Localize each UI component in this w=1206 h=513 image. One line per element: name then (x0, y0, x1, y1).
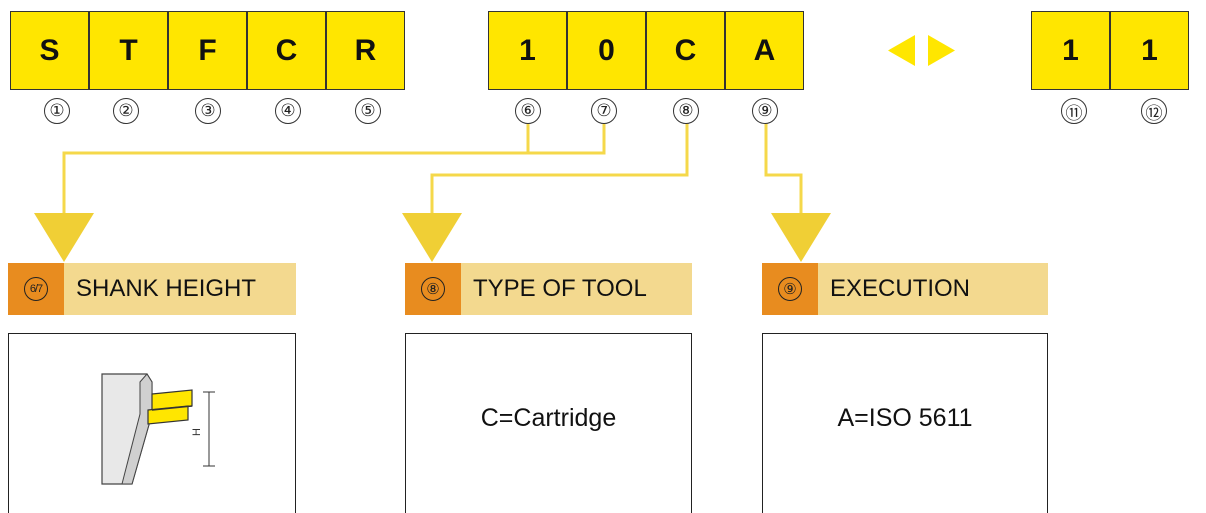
badge-shank-height: 6/7 (8, 263, 64, 315)
content-box-type-of-tool: C=Cartridge (405, 333, 692, 513)
arrow-down-shank (34, 213, 94, 262)
section-title: TYPE OF TOOL (473, 275, 647, 302)
arrow-down-execution (771, 213, 831, 262)
code-cell-5: R (326, 11, 405, 90)
code-cell-3: F (168, 11, 247, 90)
code-cell-11: 1 (1031, 11, 1110, 90)
position-number-1: ① (44, 98, 70, 124)
code-cell-4: C (247, 11, 326, 90)
section-title: EXECUTION (830, 275, 971, 302)
position-number-3: ③ (195, 98, 221, 124)
section-title: SHANK HEIGHT (76, 275, 257, 302)
code-cell-6: 1 (488, 11, 567, 90)
badge-number: 6/7 (24, 277, 48, 301)
position-number-11: ⑪ (1061, 98, 1087, 124)
code-cell-9: A (725, 11, 804, 90)
code-cell-1: S (10, 11, 89, 90)
badge-number: ⑧ (421, 277, 445, 301)
right-triangle-icon (928, 35, 955, 66)
arrow-down-type (402, 213, 462, 262)
header-type-of-tool: ⑧ TYPE OF TOOL (405, 263, 692, 315)
content-text: C=Cartridge (480, 404, 617, 432)
position-number-4: ④ (275, 98, 301, 124)
position-number-8: ⑧ (673, 98, 699, 124)
badge-execution: ⑨ (762, 263, 818, 315)
dimension-label: H (191, 427, 203, 435)
content-box-shank-height: H (8, 333, 296, 513)
content-text: A=ISO 5611 (837, 404, 973, 432)
header-shank-height: 6/7 SHANK HEIGHT (8, 263, 296, 315)
position-number-9: ⑨ (752, 98, 778, 124)
content-box-execution: A=ISO 5611 (762, 333, 1048, 513)
code-cell-2: T (89, 11, 168, 90)
header-execution: ⑨ EXECUTION (762, 263, 1048, 315)
position-number-2: ② (113, 98, 139, 124)
code-cell-8: C (646, 11, 725, 90)
badge-number: ⑨ (778, 277, 802, 301)
position-number-6: ⑥ (515, 98, 541, 124)
left-triangle-icon (888, 35, 915, 66)
position-number-7: ⑦ (591, 98, 617, 124)
position-number-12: ⑫ (1141, 98, 1167, 124)
shank-height-diagram: H (101, 372, 215, 485)
position-number-5: ⑤ (355, 98, 381, 124)
code-cell-7: 0 (567, 11, 646, 90)
code-cell-12: 1 (1110, 11, 1189, 90)
badge-type-of-tool: ⑧ (405, 263, 461, 315)
